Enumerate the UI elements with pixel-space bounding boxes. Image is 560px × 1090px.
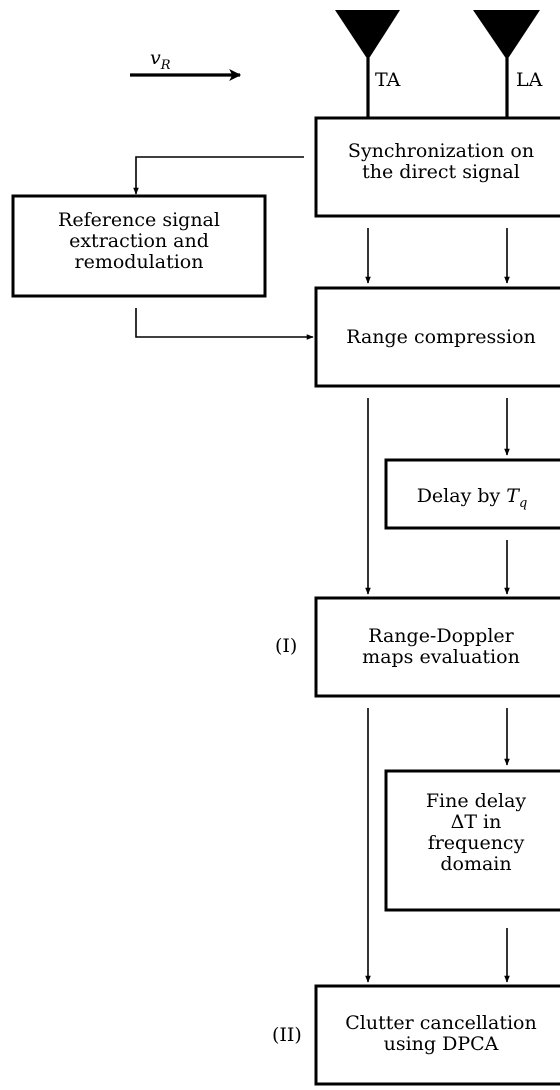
svg-text:domain: domain bbox=[440, 853, 511, 875]
svg-text:extraction and: extraction and bbox=[69, 230, 209, 252]
block-fine-delay: Fine delay ΔT in frequency domain bbox=[384, 769, 560, 912]
antenna-la-icon bbox=[473, 10, 540, 60]
connector-sync-to-reference bbox=[133, 156, 304, 195]
block-clutter-cancellation: Clutter cancellation using DPCA bbox=[314, 984, 560, 1086]
connector-reference-to-compression bbox=[135, 308, 314, 340]
antenna-la-label: LA bbox=[516, 69, 543, 91]
antenna-ta: TA bbox=[335, 10, 401, 118]
block-synchronization: Synchronization on the direct signal bbox=[314, 116, 560, 218]
svg-text:ΔT in: ΔT in bbox=[451, 811, 502, 833]
block-range-doppler: Range-Doppler maps evaluation bbox=[314, 596, 560, 698]
antenna-la: LA bbox=[473, 10, 543, 118]
svg-text:frequency: frequency bbox=[428, 832, 525, 854]
svg-text:using DPCA: using DPCA bbox=[384, 1033, 499, 1055]
svg-text:Delay by Tq: Delay by Tq bbox=[417, 485, 528, 511]
svg-text:maps evaluation: maps evaluation bbox=[362, 646, 520, 668]
antenna-ta-label: TA bbox=[375, 69, 401, 91]
svg-text:remodulation: remodulation bbox=[75, 251, 204, 273]
svg-text:Synchronization on: Synchronization on bbox=[348, 140, 534, 162]
block-reference-signal: Reference signal extraction and remodula… bbox=[11, 194, 267, 298]
stage-tag-ii: (II) bbox=[272, 1024, 302, 1046]
velocity-indicator: vR bbox=[130, 47, 242, 81]
stage-tag-i: (I) bbox=[275, 635, 297, 657]
block-range-compression: Range compression bbox=[314, 286, 560, 388]
svg-text:Fine delay: Fine delay bbox=[426, 790, 527, 812]
svg-text:the direct signal: the direct signal bbox=[362, 161, 520, 183]
velocity-label: vR bbox=[150, 47, 171, 73]
svg-text:Range compression: Range compression bbox=[346, 326, 536, 348]
svg-text:Reference signal: Reference signal bbox=[58, 209, 220, 231]
block-delay: Delay by Tq bbox=[384, 458, 560, 530]
svg-text:Range-Doppler: Range-Doppler bbox=[368, 625, 514, 647]
antenna-ta-icon bbox=[335, 10, 400, 60]
svg-text:Clutter cancellation: Clutter cancellation bbox=[345, 1012, 536, 1034]
